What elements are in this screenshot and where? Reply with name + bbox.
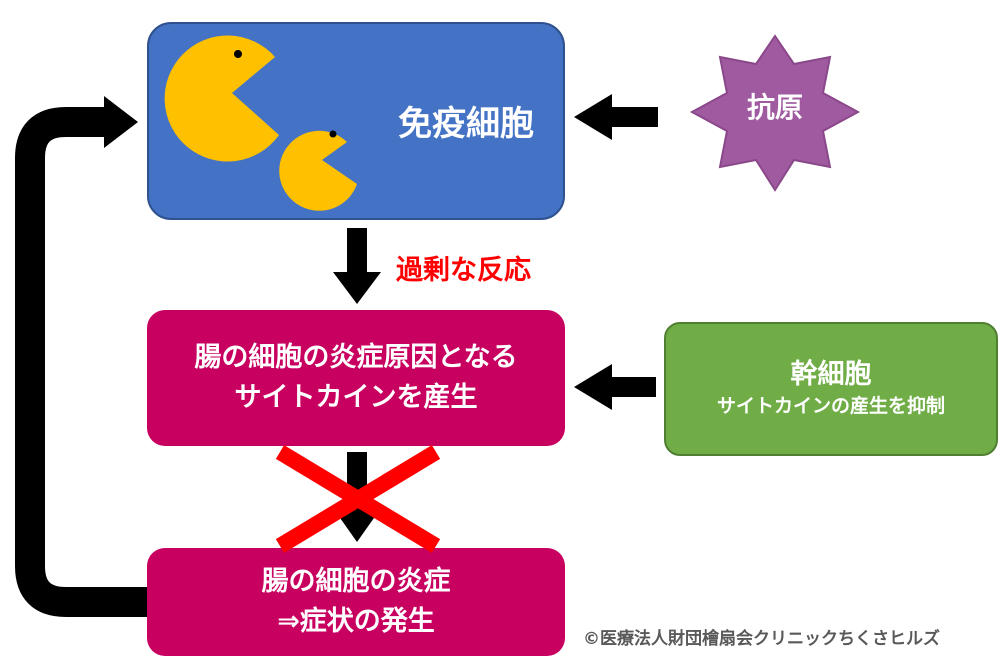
pacman-group xyxy=(164,35,357,211)
feedback-loop-arrowhead xyxy=(104,96,138,148)
cytokine-production-box: 腸の細胞の炎症原因となる サイトカインを産生 xyxy=(147,310,565,446)
stem-cell-title: 幹細胞 xyxy=(790,359,872,390)
inflammation-line-1: 腸の細胞の炎症 xyxy=(261,566,451,597)
excessive-reaction-label: 過剰な反応 xyxy=(396,255,531,286)
pacman-large-eye-icon xyxy=(234,50,242,58)
pacman-small-eye-icon xyxy=(329,130,337,138)
stem-cell-box: 幹細胞 サイトカインの産生を抑制 xyxy=(664,322,998,456)
arrow-antigen-to-immune xyxy=(574,94,658,140)
immune-cell-label: 免疫細胞 xyxy=(398,104,534,144)
antigen-label: 抗原 xyxy=(746,91,803,124)
arrow-immune-to-cytokine xyxy=(333,228,381,304)
cytokine-line-1: 腸の細胞の炎症原因となる xyxy=(194,342,518,373)
stem-cell-subtitle: サイトカインの産生を抑制 xyxy=(716,395,945,417)
block-cross-icon xyxy=(275,445,441,553)
feedback-loop-arrow xyxy=(15,107,147,617)
immune-cell-box: 免疫細胞 xyxy=(147,22,565,220)
pacman-large-icon xyxy=(164,35,279,162)
inflammation-box: 腸の細胞の炎症 ⇒症状の発生 xyxy=(147,548,565,656)
pacman-small-icon xyxy=(279,130,357,211)
arrow-stemcell-to-cytokine xyxy=(574,364,656,410)
copyright-text: ©医療法人財団檜扇会クリニックちくさヒルズ xyxy=(583,629,940,649)
inflammation-line-2: ⇒症状の発生 xyxy=(277,606,435,637)
cytokine-line-2: サイトカインを産生 xyxy=(234,382,478,413)
antigen-star xyxy=(689,34,861,192)
